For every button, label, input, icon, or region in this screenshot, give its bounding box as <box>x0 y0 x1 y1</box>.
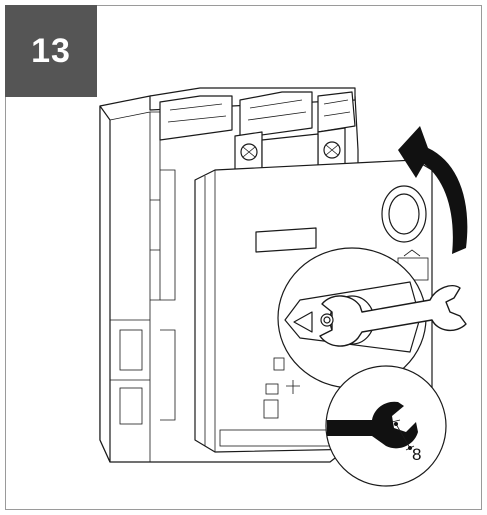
wrench-size-label: 8 <box>412 445 421 464</box>
curved-arrow-icon <box>398 126 468 254</box>
wrench-size-detail <box>325 365 447 487</box>
wrench <box>319 284 467 347</box>
step-number-badge: 13 <box>5 5 97 97</box>
wrench-icon <box>327 401 418 449</box>
